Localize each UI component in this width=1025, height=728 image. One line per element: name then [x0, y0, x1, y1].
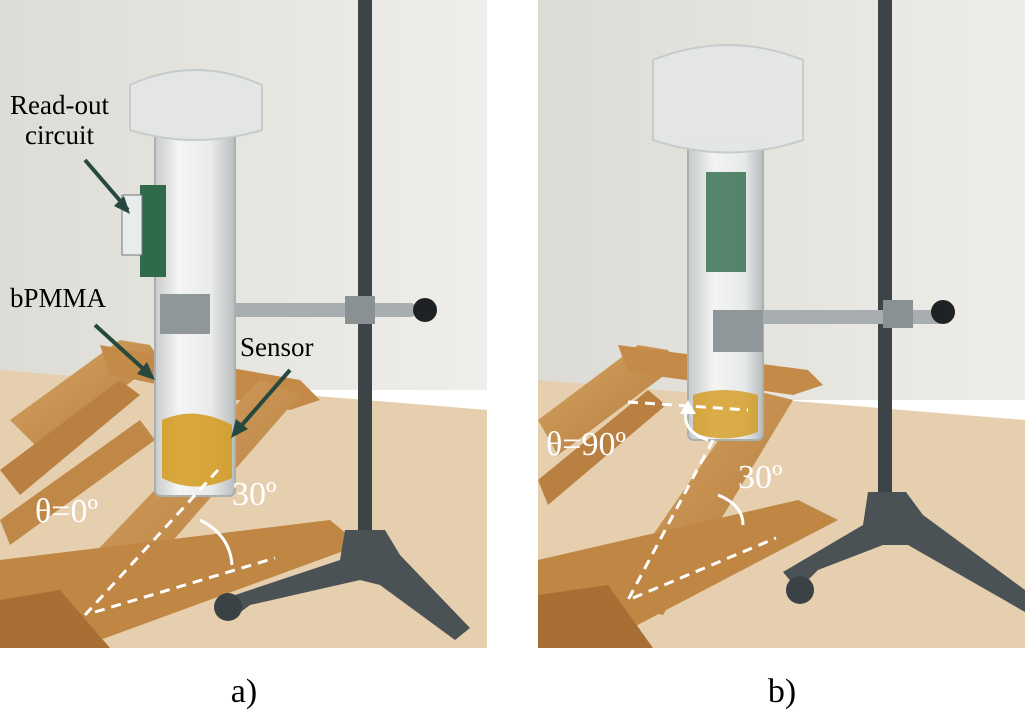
- tube-lid: [129, 69, 263, 141]
- label-readout-circuit: Read-out circuit: [10, 90, 109, 150]
- sensor-tape: [162, 413, 232, 487]
- stand-base: [783, 492, 1025, 612]
- label-theta-a: θ=0º: [35, 493, 99, 530]
- photo-panel-a: Read-out circuit bPMMA Sensor θ=0º 30º: [0, 0, 487, 648]
- photo-b-drawing: [538, 0, 1025, 648]
- stand-foot: [786, 576, 814, 604]
- wood-rack-side: [0, 380, 140, 495]
- wood-rack-side2: [0, 420, 155, 545]
- label-theta-b: θ=90º: [546, 426, 627, 463]
- clamp-knob: [931, 300, 955, 324]
- clamp-bracket: [883, 300, 913, 328]
- clamp-arm: [205, 303, 415, 317]
- stand-rod: [358, 0, 372, 540]
- stand-foot: [214, 593, 242, 621]
- caption-panel-a: a): [230, 673, 258, 710]
- angle-arc: [199, 518, 234, 566]
- angle-arc: [717, 493, 745, 526]
- stand-rod: [878, 0, 892, 500]
- clamp-knob: [413, 298, 437, 322]
- arrow-sensor-head: [231, 419, 248, 438]
- arrow-readout-head: [114, 196, 130, 214]
- tube-lid: [652, 44, 804, 154]
- dashed-line-tube-axis: [626, 439, 715, 601]
- dashed-line-horizontal: [632, 536, 777, 600]
- photo-a-drawing: [0, 0, 487, 648]
- readout-pcb: [706, 172, 746, 272]
- clamp-arm: [753, 310, 943, 324]
- wood-front-leg: [538, 585, 653, 648]
- sensor-tape: [693, 390, 758, 439]
- wall: [0, 0, 487, 390]
- wood-front-leg: [0, 590, 110, 648]
- label-bpmma: bPMMA: [10, 283, 107, 313]
- label-angle-a: 30º: [232, 476, 277, 513]
- clamp-grip: [160, 294, 210, 334]
- wood-base: [0, 520, 360, 648]
- clamp-grip: [713, 310, 763, 352]
- arrow-bpmma-head: [137, 362, 155, 380]
- caption-panel-b: b): [767, 673, 797, 710]
- rotation-arrow-head: [680, 400, 696, 414]
- readout-pcb: [140, 185, 166, 277]
- stand-base: [220, 530, 470, 640]
- clamp-bracket: [345, 296, 375, 324]
- label-angle-b: 30º: [738, 459, 783, 496]
- label-sensor: Sensor: [240, 332, 314, 362]
- photo-panel-b: θ=90º 30º: [538, 0, 1025, 648]
- arrow-bpmma: [93, 323, 152, 377]
- wood-rack-side: [538, 390, 666, 505]
- arrow-sensor: [233, 368, 292, 435]
- dashed-line-horizontal: [94, 556, 276, 614]
